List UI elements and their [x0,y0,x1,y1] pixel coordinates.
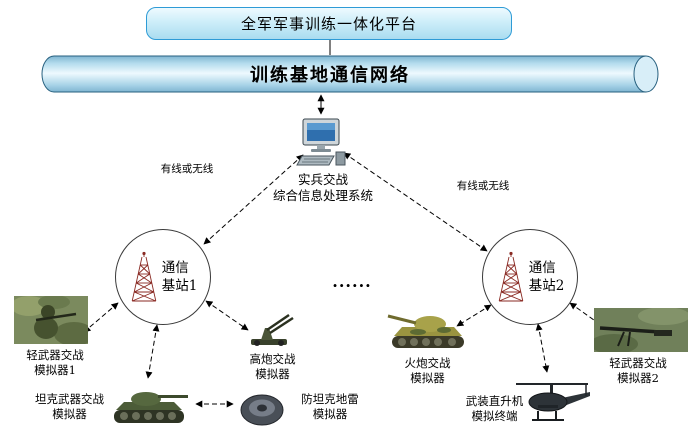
comm-base-station-1: 通信 基站1 [115,229,211,325]
helicopter-image [512,376,592,432]
processing-system-label: 实兵交战 综合信息处理系统 [272,172,373,203]
artillery-image [384,308,470,352]
soldier-photo [14,296,88,344]
network-label: 训练基地通信网络 [250,65,410,86]
aa-gun-image [243,312,298,348]
light-weapon-2-label: 轻武器交战 模拟器2 [609,356,667,385]
station-1-label: 通信 基站1 [161,259,198,294]
light-weapon-2-image [594,308,688,352]
anti-tank-mine-image [238,390,286,428]
light-weapon-1-label: 轻武器交战 模拟器1 [26,348,84,377]
tank-image [108,382,190,428]
aa-gun-sim-label: 高炮交战 模拟器 [249,352,296,381]
comm-tower-icon [131,251,156,302]
computer-icon [296,116,348,168]
comm-base-station-2: 通信 基站2 [482,229,578,325]
platform-title-box: 全军军事训练一体化平台 [146,7,512,40]
network-pipe-shape [41,55,659,93]
comm-tower-icon [498,251,523,302]
stations-ellipsis: ...... [332,272,372,291]
helicopter-terminal-label: 武装直升机 模拟终端 [465,394,524,423]
link-label-right: 有线或无线 [456,180,510,192]
anti-tank-mine-sim-label: 防坦克地雷 模拟器 [301,392,359,421]
link-label-left: 有线或无线 [160,163,214,175]
platform-title: 全军军事训练一体化平台 [240,15,417,33]
artillery-sim-label: 火炮交战 模拟器 [404,356,451,385]
station-2-label: 通信 基站2 [528,259,565,294]
tank-weapon-sim-label: 坦克武器交战 模拟器 [35,392,104,421]
network-pipe [40,54,660,94]
